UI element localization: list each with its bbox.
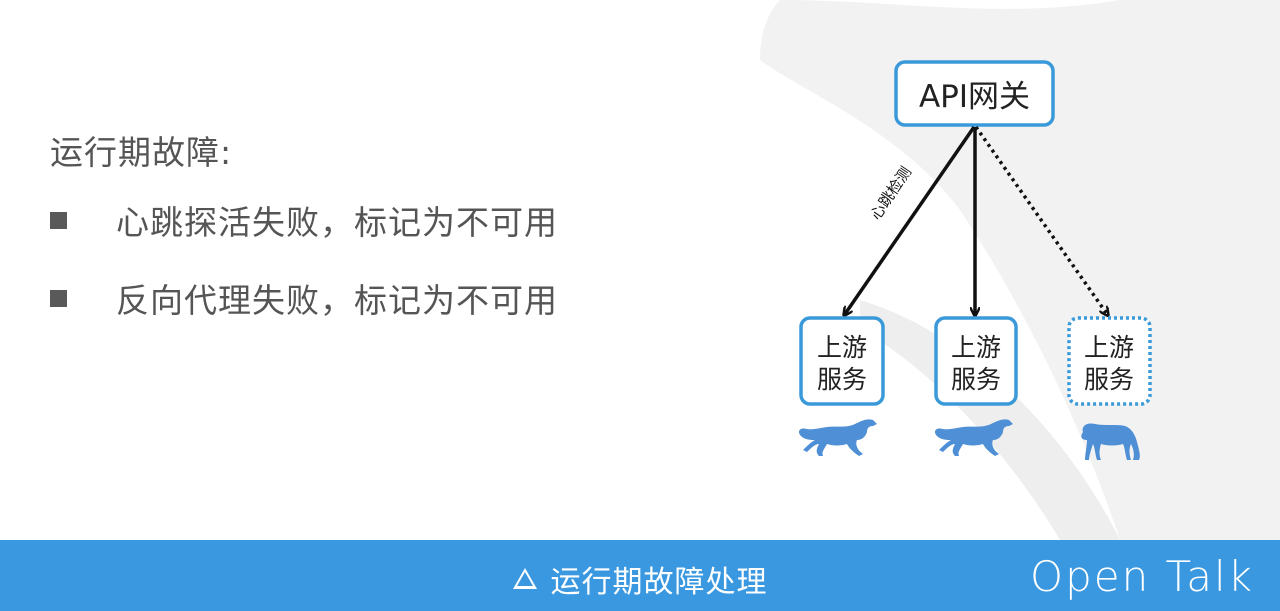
- running-horse-icon: [799, 419, 877, 456]
- svg-text:上游: 上游: [817, 333, 867, 362]
- triangle-icon: [512, 568, 537, 589]
- bullet-text: 反向代理失败，标记为不可用: [116, 281, 558, 320]
- svg-text:服务: 服务: [817, 365, 867, 394]
- heartbeat-label: 心跳检测: [867, 163, 915, 223]
- svg-text:服务: 服务: [951, 365, 1001, 394]
- upstream-service-node: 上游 服务: [799, 316, 885, 406]
- footer-title-text: 运行期故障处理: [550, 565, 768, 600]
- gateway-label: API网关: [919, 79, 1030, 115]
- footer-bar: 运行期故障处理 Open Talk: [0, 540, 1280, 611]
- bullet-square-icon: [50, 289, 67, 307]
- bullet-text: 心跳探活失败，标记为不可用: [116, 203, 558, 242]
- api-gateway-node: API网关: [894, 60, 1055, 127]
- svg-text:上游: 上游: [951, 333, 1001, 362]
- bullet-item: 心跳探活失败，标记为不可用: [50, 200, 558, 242]
- upstream-service-node: 上游 服务: [934, 316, 1018, 406]
- svg-text:服务: 服务: [1084, 365, 1134, 394]
- running-horse-icon: [935, 419, 1013, 456]
- footer-title: 运行期故障处理: [0, 557, 1280, 601]
- grazing-horse-icon: [1081, 423, 1140, 460]
- arrow-to-service-1: [845, 126, 976, 314]
- upstream-service-node-unavailable: 上游 服务: [1067, 316, 1152, 406]
- bullet-item: 反向代理失败，标记为不可用: [50, 278, 558, 320]
- arrow-to-service-3: [974, 125, 1107, 314]
- svg-text:上游: 上游: [1084, 333, 1134, 362]
- bullet-square-icon: [50, 211, 67, 229]
- slide-heading: 运行期故障:: [50, 133, 233, 172]
- brand-logo: Open Talk: [1030, 552, 1254, 601]
- gateway-diagram: API网关 心跳检测 上游 服务 上游 服务 上游 服务: [799, 60, 1152, 460]
